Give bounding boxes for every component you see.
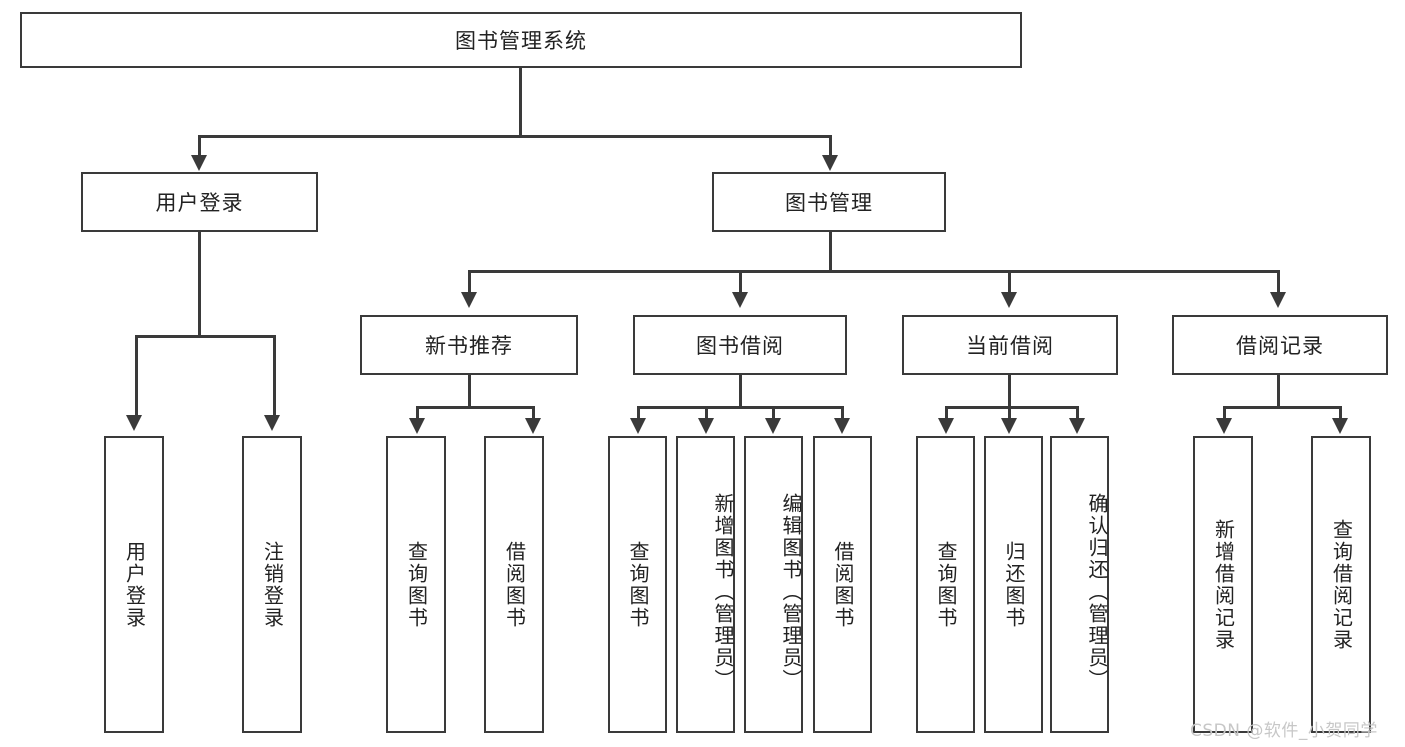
connector-user-login-bus [135,335,276,338]
arrow-to-leaf-logout [264,415,280,431]
arrow-to-book-borrow [732,292,748,308]
connector-user-login-stem [198,232,201,335]
node-root-system[interactable]: 图书管理系统 [20,12,1022,68]
arrow-root-to-user-login [191,155,207,171]
leaf-bb-edit-book-admin[interactable]: 编辑图书（管理员） [744,436,803,733]
node-user-login[interactable]: 用户登录 [81,172,318,232]
connector-br-drop-1 [1223,406,1226,420]
connector-cb-stem [1008,375,1011,406]
connector-bb-drop-4 [841,406,844,420]
connector-nbr-bus [416,406,535,409]
node-book-manage[interactable]: 图书管理 [712,172,946,232]
arrow-root-to-book-manage [822,155,838,171]
leaf-cb-query-book[interactable]: 查询图书 [916,436,975,733]
connector-bm-drop-3 [1008,270,1011,295]
arrow-to-current-borrow [1001,292,1017,308]
leaf-br-query-record[interactable]: 查询借阅记录 [1311,436,1371,733]
connector-br-drop-2 [1339,406,1342,420]
arrow-to-borrow-record [1270,292,1286,308]
watermark-text: CSDN @软件_小贺同学 [1190,721,1378,741]
arrow-bb-leaf-4 [834,418,850,434]
connector-cb-drop-2 [1008,406,1011,420]
connector-br-stem [1277,375,1280,406]
connector-nbr-stem [468,375,471,406]
connector-bm-drop-4 [1277,270,1280,295]
leaf-br-add-record[interactable]: 新增借阅记录 [1193,436,1253,733]
connector-bm-drop-2 [739,270,742,295]
connector-root-stem [519,68,522,135]
arrow-br-leaf-2 [1332,418,1348,434]
leaf-bb-borrow-book[interactable]: 借阅图书 [813,436,872,733]
arrow-to-new-book-recommend [461,292,477,308]
connector-bb-drop-1 [637,406,640,420]
node-new-book-recommend[interactable]: 新书推荐 [360,315,578,375]
leaf-bb-add-book-admin[interactable]: 新增图书（管理员） [676,436,735,733]
node-current-borrow[interactable]: 当前借阅 [902,315,1118,375]
connector-user-login-drop-1 [135,335,138,420]
connector-root-drop-1 [198,135,201,158]
arrow-cb-leaf-1 [938,418,954,434]
arrow-to-leaf-user-login [126,415,142,431]
leaf-cb-return-book[interactable]: 归还图书 [984,436,1043,733]
leaf-user-login[interactable]: 用户登录 [104,436,164,733]
connector-cb-drop-3 [1076,406,1079,420]
connector-bb-stem [739,375,742,406]
leaf-bb-query-book[interactable]: 查询图书 [608,436,667,733]
connector-nbr-drop-2 [532,406,535,420]
connector-book-manage-stem [829,232,832,270]
leaf-logout[interactable]: 注销登录 [242,436,302,733]
arrow-bb-leaf-2 [698,418,714,434]
arrow-nbr-leaf-1 [409,418,425,434]
arrow-bb-leaf-1 [630,418,646,434]
connector-root-drop-2 [829,135,832,158]
connector-bb-drop-2 [705,406,708,420]
connector-br-bus [1223,406,1342,409]
leaf-cb-confirm-return-admin[interactable]: 确认归还（管理员） [1050,436,1109,733]
arrow-bb-leaf-3 [765,418,781,434]
arrow-cb-leaf-2 [1001,418,1017,434]
connector-user-login-drop-2 [273,335,276,420]
connector-book-manage-bus [468,270,1280,273]
node-borrow-record[interactable]: 借阅记录 [1172,315,1388,375]
connector-cb-bus [945,406,1078,409]
leaf-nbr-query-book[interactable]: 查询图书 [386,436,446,733]
connector-bb-drop-3 [772,406,775,420]
arrow-nbr-leaf-2 [525,418,541,434]
connector-cb-drop-1 [945,406,948,420]
connector-nbr-drop-1 [416,406,419,420]
leaf-nbr-borrow-book[interactable]: 借阅图书 [484,436,544,733]
connector-root-bus [198,135,831,138]
connector-bm-drop-1 [468,270,471,295]
arrow-cb-leaf-3 [1069,418,1085,434]
node-book-borrow[interactable]: 图书借阅 [633,315,847,375]
arrow-br-leaf-1 [1216,418,1232,434]
connector-bb-bus [637,406,844,409]
